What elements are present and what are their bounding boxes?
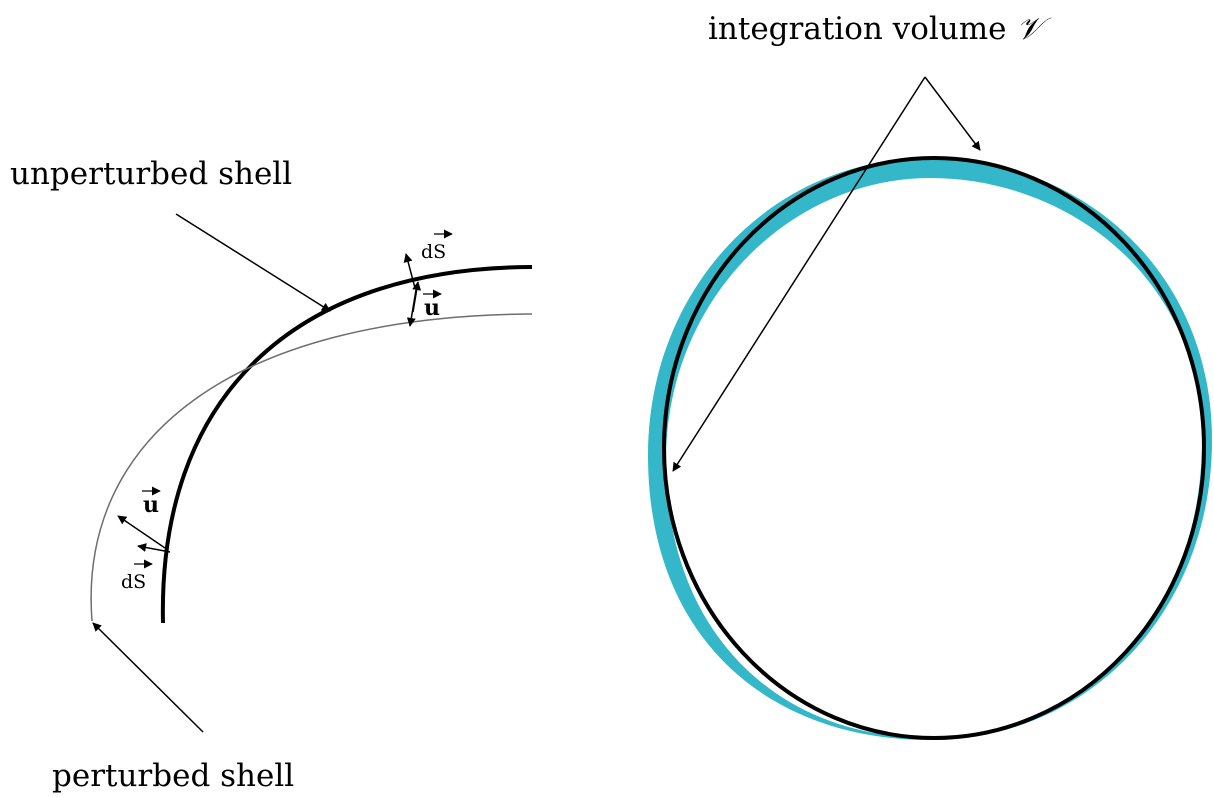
unperturbed-pointer [175, 213, 331, 312]
unperturbed-shell-arc [160, 265, 533, 624]
unperturbed-circle [662, 156, 1206, 740]
ds-vector-arrow-bottom [137, 543, 171, 553]
perturbed-shell-label: perturbed shell [52, 758, 294, 794]
u-label-top: u [423, 289, 442, 321]
perturbed-shell-arc [90, 313, 533, 622]
ds-label-top-text: dS [421, 241, 446, 263]
ds-label-bottom: dS [121, 559, 153, 593]
left-shell-panel: dS u u dS unperturbed shell perturbed sh… [10, 156, 533, 794]
perturbed-pointer [92, 622, 204, 733]
ds-label-top: dS [421, 229, 453, 263]
u-label-bottom-text: u [143, 492, 159, 518]
unperturbed-shell-label: unperturbed shell [10, 156, 292, 192]
right-volume-panel: integration volume 𝒱 [648, 11, 1212, 740]
volume-pointer-short [924, 76, 981, 151]
u-label-bottom: u [142, 486, 161, 518]
integration-volume-label: integration volume 𝒱 [708, 11, 1052, 47]
u-vector-arrow-bottom [117, 515, 166, 549]
u-label-top-text: u [424, 295, 440, 321]
volume-pointer-long [672, 76, 926, 472]
ds-label-bottom-text: dS [121, 571, 146, 593]
u-vector-arrow-top-up [412, 281, 422, 313]
